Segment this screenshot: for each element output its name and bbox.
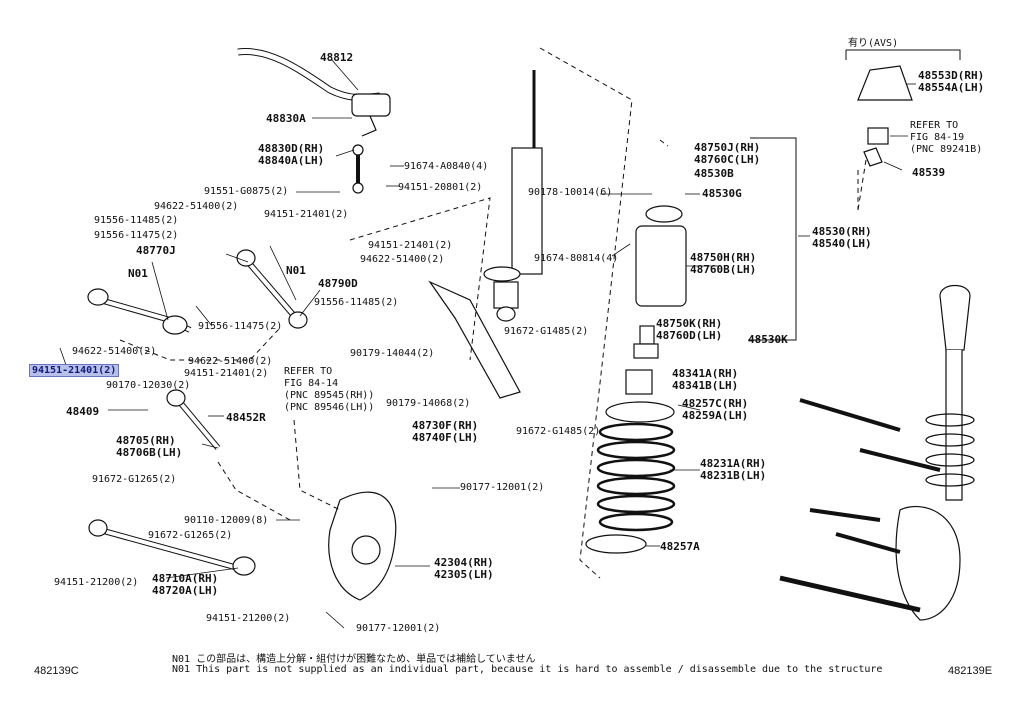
label-avs: 有り(AVS) [848, 38, 899, 49]
label-48760D[interactable]: 48760D(LH) [656, 329, 723, 342]
label-48710A[interactable]: 48710A(RH) [152, 572, 219, 585]
note-english: N01 This part is not supplied as an indi… [172, 664, 883, 675]
label-N01-a[interactable]: N01 [128, 267, 148, 280]
label-91556-11475-a[interactable]: 91556-11475(2) [94, 230, 179, 241]
label-91672-G1265-a[interactable]: 91672-G1265(2) [92, 474, 177, 485]
label-48770J[interactable]: 48770J [136, 244, 176, 257]
label-48760B[interactable]: 48760B(LH) [690, 263, 757, 276]
label-90179-14068[interactable]: 90179-14068(2) [386, 398, 471, 409]
label-91674-80814[interactable]: 91674-80814(4) [534, 253, 619, 264]
label-91556-11475-b[interactable]: 91556-11475(2) [198, 321, 283, 332]
label-48553D[interactable]: 48553D(RH) [918, 69, 985, 82]
label-48540[interactable]: 48540(LH) [812, 237, 872, 250]
label-94622-51400-b[interactable]: 94622-51400(2) [72, 346, 157, 357]
note-japanese: N01 この部品は、構造上分解・組付けが困難なため、単品では補給していません [172, 654, 536, 665]
label-91551-G0875[interactable]: 91551-G0875(2) [204, 186, 289, 197]
label-91556-11485-a[interactable]: 91556-11485(2) [94, 215, 179, 226]
label-48730F[interactable]: 48730F(RH) [412, 419, 479, 432]
stabilizer-bushing [351, 93, 391, 117]
label-48452R[interactable]: 48452R [226, 411, 266, 424]
label-94151-21200-a[interactable]: 94151-21200(2) [54, 577, 139, 588]
label-94622-51400-a[interactable]: 94622-51400(2) [154, 201, 239, 212]
label-94622-51400-d[interactable]: 94622-51400(2) [360, 254, 445, 265]
label-48341A[interactable]: 48341A(RH) [672, 367, 739, 380]
label-48720A[interactable]: 48720A(LH) [152, 584, 219, 597]
refer-84-14-line4[interactable]: (PNC 89546(LH)) [284, 402, 375, 413]
label-48740F[interactable]: 48740F(LH) [412, 431, 479, 444]
label-48257A[interactable]: 48257A [660, 540, 700, 553]
label-48760C[interactable]: 48760C(LH) [694, 153, 761, 166]
refer-84-14-line2[interactable]: FIG 84-14 [284, 378, 339, 389]
label-48341B[interactable]: 48341B(LH) [672, 379, 739, 392]
upper-mount [635, 225, 687, 307]
label-90110-12009[interactable]: 90110-12009(8) [184, 515, 269, 526]
label-48812[interactable]: 48812 [320, 51, 354, 64]
label-90177-12001-b[interactable]: 90177-12001(2) [356, 623, 441, 634]
label-48790D[interactable]: 48790D [318, 277, 358, 290]
label-94151-21401-d[interactable]: 94151-21401(2) [368, 240, 453, 251]
label-94622-51400-c[interactable]: 94622-51400(2) [188, 356, 273, 367]
shock-body [511, 147, 543, 275]
label-48259A[interactable]: 48259A(LH) [682, 409, 749, 422]
assembly-illustration [779, 284, 975, 621]
refer-84-19-line1[interactable]: REFER TO [910, 120, 959, 131]
label-94151-21401-highlighted[interactable]: 94151-21401(2) [28, 364, 120, 377]
lower-spring-seat [585, 534, 647, 554]
label-48705[interactable]: 48705(RH) [116, 434, 176, 447]
label-94151-20801[interactable]: 94151-20801(2) [398, 182, 483, 193]
label-90179-14044[interactable]: 90179-14044(2) [350, 348, 435, 359]
label-91674-A0840[interactable]: 91674-A0840(4) [404, 161, 489, 172]
label-90170-12030[interactable]: 90170-12030(2) [106, 380, 191, 391]
label-48231B[interactable]: 48231B(LH) [700, 469, 767, 482]
label-48750K[interactable]: 48750K(RH) [656, 317, 723, 330]
label-48530G[interactable]: 48530G [702, 187, 742, 200]
label-48554A[interactable]: 48554A(LH) [918, 81, 985, 94]
label-94151-21401-c[interactable]: 94151-21401(2) [184, 368, 269, 379]
refer-84-14-line1[interactable]: REFER TO [284, 366, 333, 377]
label-N01-b[interactable]: N01 [286, 264, 306, 277]
label-48830A[interactable]: 48830A [266, 112, 306, 125]
label-42304[interactable]: 42304(RH) [434, 556, 494, 569]
label-48539[interactable]: 48539 [912, 166, 946, 179]
label-91672-G1485-a[interactable]: 91672-G1485(2) [504, 326, 589, 337]
label-48840A[interactable]: 48840A(LH) [258, 154, 325, 167]
avs-bracket-48553D [857, 65, 913, 101]
label-48409[interactable]: 48409 [66, 405, 100, 418]
refer-84-19-line2[interactable]: FIG 84-19 [910, 132, 965, 143]
label-48231A[interactable]: 48231A(RH) [700, 457, 767, 470]
label-48257C[interactable]: 48257C(RH) [682, 397, 749, 410]
label-91672-G1265-b[interactable]: 91672-G1265(2) [148, 530, 233, 541]
label-91672-G1485-b[interactable]: 91672-G1485(2) [516, 426, 601, 437]
label-48530[interactable]: 48530(RH) [812, 225, 872, 238]
label-94151-21200-b[interactable]: 94151-21200(2) [206, 613, 291, 624]
label-48530K[interactable]: 48530K [748, 333, 788, 346]
label-42305[interactable]: 42305(LH) [434, 568, 494, 581]
refer-84-19-line3[interactable]: (PNC 89241B) [910, 144, 983, 155]
diagram-code-left: 482139C [34, 665, 79, 677]
coil-spring-48231 [596, 422, 676, 532]
label-90177-12001-a[interactable]: 90177-12001(2) [460, 482, 545, 493]
lower-arm-48730F [428, 280, 521, 399]
label-94151-21401-a[interactable]: 94151-21401(2) [264, 209, 349, 220]
label-48706B[interactable]: 48706B(LH) [116, 446, 183, 459]
refer-84-14-line3[interactable]: (PNC 89545(RH)) [284, 390, 375, 401]
label-48750J[interactable]: 48750J(RH) [694, 141, 761, 154]
label-48530B[interactable]: 48530B [694, 167, 734, 180]
diagram-code-right: 482139E [948, 665, 993, 677]
label-91556-11485-b[interactable]: 91556-11485(2) [314, 297, 399, 308]
label-48750H[interactable]: 48750H(RH) [690, 251, 757, 264]
label-48830D[interactable]: 48830D(RH) [258, 142, 325, 155]
label-90178-10014[interactable]: 90178-10014(6) [528, 187, 613, 198]
